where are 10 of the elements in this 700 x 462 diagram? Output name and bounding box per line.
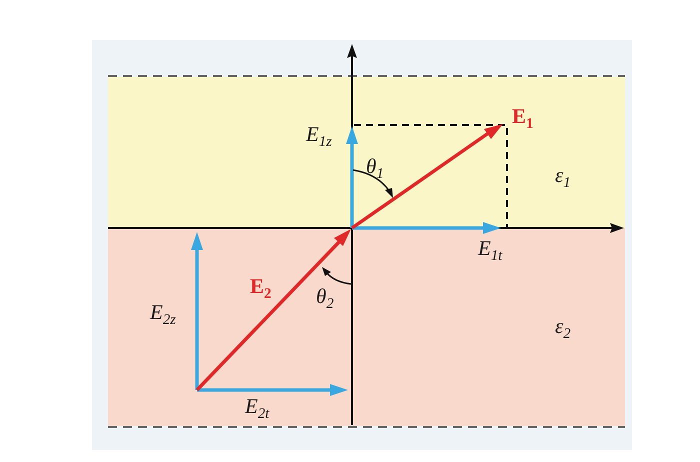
vector-label: E$_{2z}$ xyxy=(150,302,176,328)
vector-label: E$_{1}$ xyxy=(512,106,534,132)
vector-label: E$_{2t}$ xyxy=(245,396,270,422)
permittivity-label: ε$_{1}$ xyxy=(555,165,571,191)
vector-label: E$_{1z}$ xyxy=(306,124,332,150)
vector-label: E$_{2}$ xyxy=(250,276,272,302)
vector-label: E$_{1t}$ xyxy=(478,238,502,264)
angle-label: θ$_{1}$ xyxy=(366,156,384,182)
angle-label: θ$_{2}$ xyxy=(316,286,334,312)
permittivity-label: ε$_{2}$ xyxy=(555,316,571,342)
